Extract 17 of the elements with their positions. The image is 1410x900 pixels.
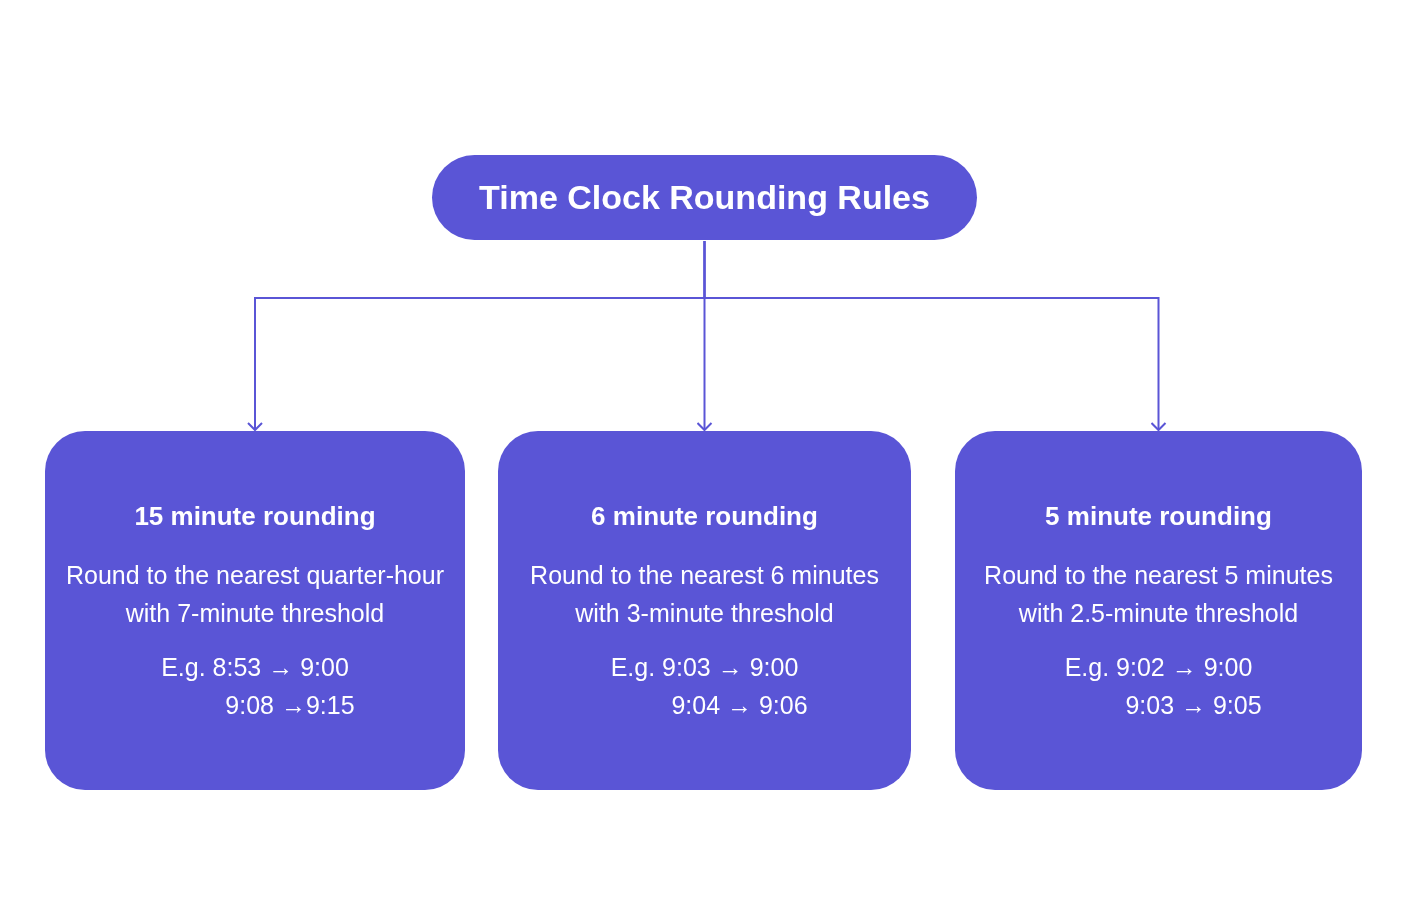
example-text: 9:03 → 9:05 bbox=[1124, 690, 1262, 721]
rule-card bbox=[498, 431, 911, 790]
rule-description: Round to the nearest quarter-hour with 7-minute threshold bbox=[65, 560, 445, 629]
example-text: E.g. 9:03 → 9:00 bbox=[610, 652, 799, 683]
example-text: E.g. 8:53 → 9:00 bbox=[161, 652, 349, 683]
rule-description: Round to the nearest 5 minutes with 2.5-minute threshold bbox=[983, 560, 1334, 629]
rule-card bbox=[45, 431, 465, 790]
example-text: 9:04 → 9:06 bbox=[670, 690, 808, 721]
rule-description: Round to the nearest 6 minutes with 3-minute threshold bbox=[529, 560, 880, 629]
arrow bbox=[703, 240, 1167, 431]
title-text: Time Clock Rounding Rules bbox=[479, 177, 930, 218]
card-heading: 5 minute rounding bbox=[1045, 500, 1272, 533]
example-text: 9:08 →9:15 bbox=[224, 690, 355, 721]
rule-card bbox=[955, 431, 1362, 790]
example-text: E.g. 9:02 → 9:00 bbox=[1064, 652, 1253, 683]
card-heading: 15 minute rounding bbox=[134, 500, 376, 533]
card-heading: 6 minute rounding bbox=[591, 500, 818, 533]
